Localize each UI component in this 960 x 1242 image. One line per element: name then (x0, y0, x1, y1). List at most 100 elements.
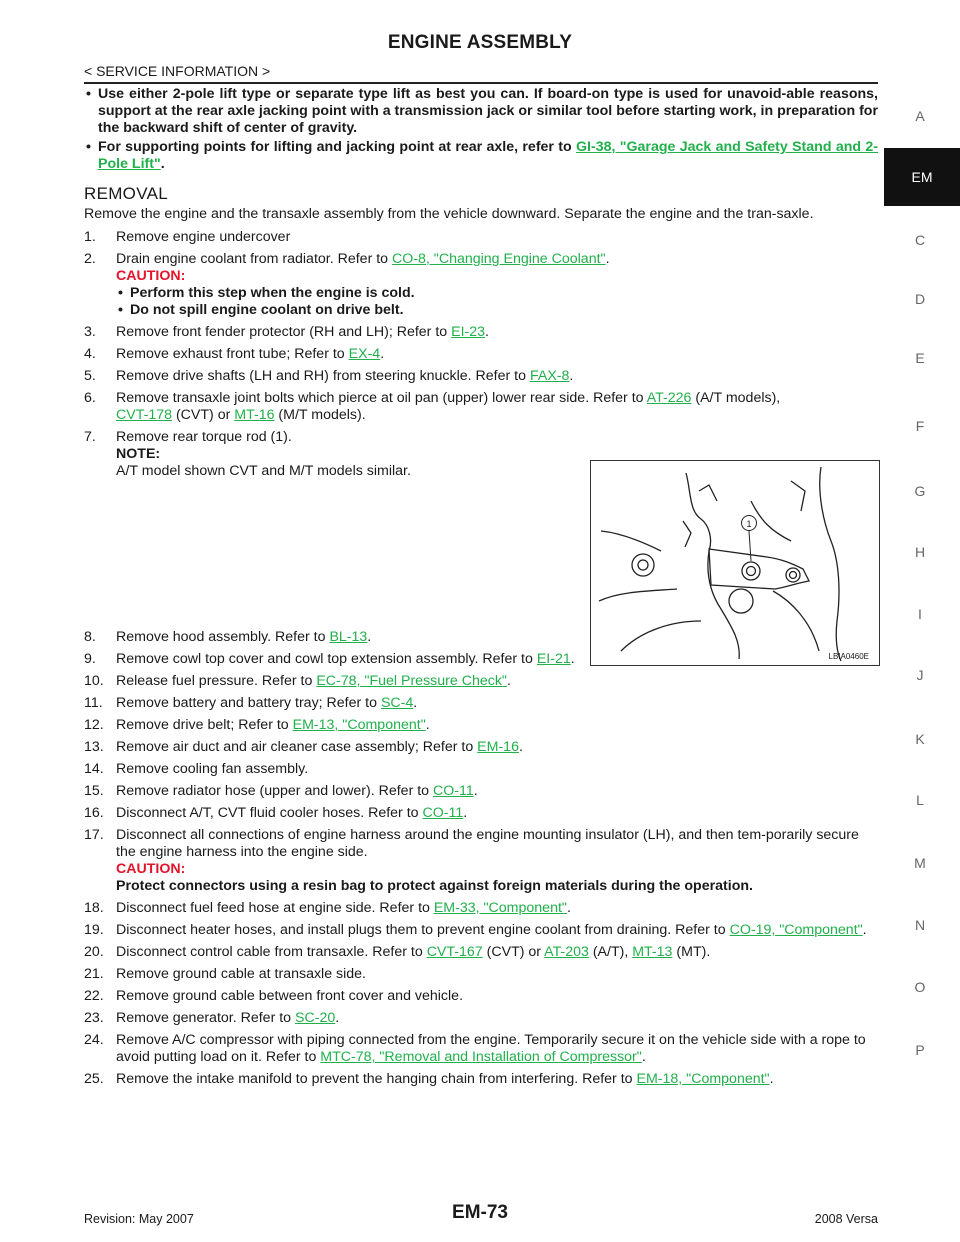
lift-note-bullet: Use either 2-pole lift type or separate … (84, 86, 878, 137)
page-number: EM-73 (452, 1202, 508, 1223)
ex-4-link[interactable]: EX-4 (348, 346, 381, 362)
at-203-link[interactable]: AT-203 (544, 944, 589, 960)
step-number: 15. (84, 783, 104, 799)
mtc-78-link[interactable]: MTC-78, "Removal and Installation of Com… (320, 1049, 642, 1065)
step-number: 24. (84, 1032, 104, 1048)
em-33-link[interactable]: EM-33, "Component" (433, 900, 567, 916)
note-label: NOTE: (116, 446, 161, 462)
step-15: 15. Remove radiator hose (upper and lowe… (84, 783, 878, 800)
step-12: 12. Remove drive belt; Refer to EM-13, "… (84, 717, 878, 734)
step-7: 7. Remove rear torque rod (1). NOTE: A/T… (84, 429, 878, 624)
step-18: 18. Disconnect fuel feed hose at engine … (84, 900, 878, 917)
step-text: Remove ground cable between front cover … (116, 988, 464, 1004)
step-end: . (463, 805, 468, 821)
step-16: 16. Disconnect A/T, CVT fluid cooler hos… (84, 805, 878, 822)
jacking-point-text: For supporting points for lifting and ja… (98, 139, 577, 155)
step-number: 19. (84, 922, 104, 938)
fax-8-link[interactable]: FAX-8 (529, 368, 570, 384)
ei-23-link[interactable]: EI-23 (451, 324, 486, 340)
tab-g[interactable]: G (914, 483, 926, 499)
tab-a[interactable]: A (915, 108, 925, 124)
section-label: < SERVICE INFORMATION > (84, 63, 271, 79)
step-end: . (425, 717, 430, 733)
step-8: 8. Remove hood assembly. Refer to BL-13. (84, 629, 878, 646)
tab-c[interactable]: C (914, 232, 926, 248)
step-end: . (485, 324, 489, 340)
step-number: 1. (84, 229, 96, 245)
em-16-link[interactable]: EM-16 (477, 739, 519, 755)
step-end: . (335, 1010, 340, 1026)
co-11-link[interactable]: CO-11 (422, 805, 464, 821)
note-text: A/T model shown CVT and M/T models simil… (116, 463, 411, 479)
step-text: Remove exhaust front tube; Refer to (116, 346, 349, 362)
step-number: 20. (84, 944, 104, 960)
tab-e[interactable]: E (915, 350, 925, 366)
co-19-link[interactable]: CO-19, "Component" (729, 922, 863, 938)
mt-13-link[interactable]: MT-13 (632, 944, 673, 960)
step-number: 3. (84, 324, 96, 340)
tab-j[interactable]: J (916, 667, 924, 683)
step-number: 23. (84, 1010, 104, 1026)
tab-o[interactable]: O (914, 979, 926, 995)
step-25: 25. Remove the intake manifold to preven… (84, 1071, 878, 1088)
step-text: Remove cooling fan assembly. (116, 761, 309, 777)
figure-code: LBIA0460E (828, 652, 869, 661)
step-text: Disconnect all connections of engine har… (116, 827, 859, 860)
step-10: 10. Release fuel pressure. Refer to EC-7… (84, 673, 878, 690)
main-content: Use either 2-pole lift type or separate … (84, 86, 878, 1093)
cvt-167-link[interactable]: CVT-167 (426, 944, 483, 960)
bl-13-link[interactable]: BL-13 (329, 629, 368, 645)
tab-l[interactable]: L (916, 792, 924, 808)
step-end: (MT). (672, 944, 711, 960)
cvt-178-link[interactable]: CVT-178 (116, 407, 172, 423)
step-21: 21. Remove ground cable at transaxle sid… (84, 966, 878, 983)
em-13-link[interactable]: EM-13, "Component" (292, 717, 426, 733)
step-17: 17. Disconnect all connections of engine… (84, 827, 878, 895)
tab-m[interactable]: M (914, 855, 926, 871)
step-end: . (569, 368, 574, 384)
mt-16-link[interactable]: MT-16 (234, 407, 275, 423)
step-end: . (473, 783, 478, 799)
step-end: . (506, 673, 511, 689)
step-number: 16. (84, 805, 104, 821)
step-end: . (518, 739, 523, 755)
step-text: Disconnect fuel feed hose at engine side… (116, 900, 434, 916)
tab-p[interactable]: P (915, 1042, 925, 1058)
step-number: 25. (84, 1071, 104, 1087)
em-18-link[interactable]: EM-18, "Component" (636, 1071, 770, 1087)
tab-i[interactable]: I (918, 606, 922, 622)
gi-38-link[interactable]: GI-38, "Garage Jack and Safety Stand and… (98, 139, 878, 172)
tab-em-active[interactable]: EM (884, 148, 960, 206)
step-number: 12. (84, 717, 104, 733)
step-19: 19. Disconnect heater hoses, and install… (84, 922, 878, 939)
sc-20-link[interactable]: SC-20 (295, 1010, 336, 1026)
tab-d[interactable]: D (914, 291, 926, 307)
revision-date: Revision: May 2007 (84, 1212, 194, 1226)
step-number: 8. (84, 629, 96, 645)
co-11-link[interactable]: CO-11 (433, 783, 474, 799)
step-text: Disconnect heater hoses, and install plu… (116, 922, 730, 938)
sc-4-link[interactable]: SC-4 (380, 695, 414, 711)
ei-21-link[interactable]: EI-21 (536, 651, 571, 667)
step-text: Drain engine coolant from radiator. Refe… (116, 251, 393, 267)
ec-78-link[interactable]: EC-78, "Fuel Pressure Check" (316, 673, 507, 689)
step-number: 17. (84, 827, 104, 843)
step-number: 22. (84, 988, 104, 1004)
co-8-link[interactable]: CO-8, "Changing Engine Coolant" (392, 251, 606, 267)
tab-h[interactable]: H (914, 544, 926, 560)
tab-f[interactable]: F (915, 418, 925, 434)
caution-text: Protect connectors using a resin bag to … (116, 878, 753, 894)
page-title: ENGINE ASSEMBLY (387, 32, 573, 53)
step-text: Remove the intake manifold to prevent th… (116, 1071, 637, 1087)
step-mid: (A/T models), (691, 390, 781, 406)
step-22: 22. Remove ground cable between front co… (84, 988, 878, 1005)
at-226-link[interactable]: AT-226 (646, 390, 692, 406)
step-number: 13. (84, 739, 104, 755)
step-number: 21. (84, 966, 104, 982)
caution-bullet: Do not spill engine coolant on drive bel… (116, 302, 878, 319)
tab-k[interactable]: K (915, 731, 925, 747)
step-text: Remove cowl top cover and cowl top exten… (116, 651, 537, 667)
tab-n[interactable]: N (914, 917, 926, 933)
step-text: Remove ground cable at transaxle side. (116, 966, 366, 982)
step-number: 11. (84, 695, 103, 711)
